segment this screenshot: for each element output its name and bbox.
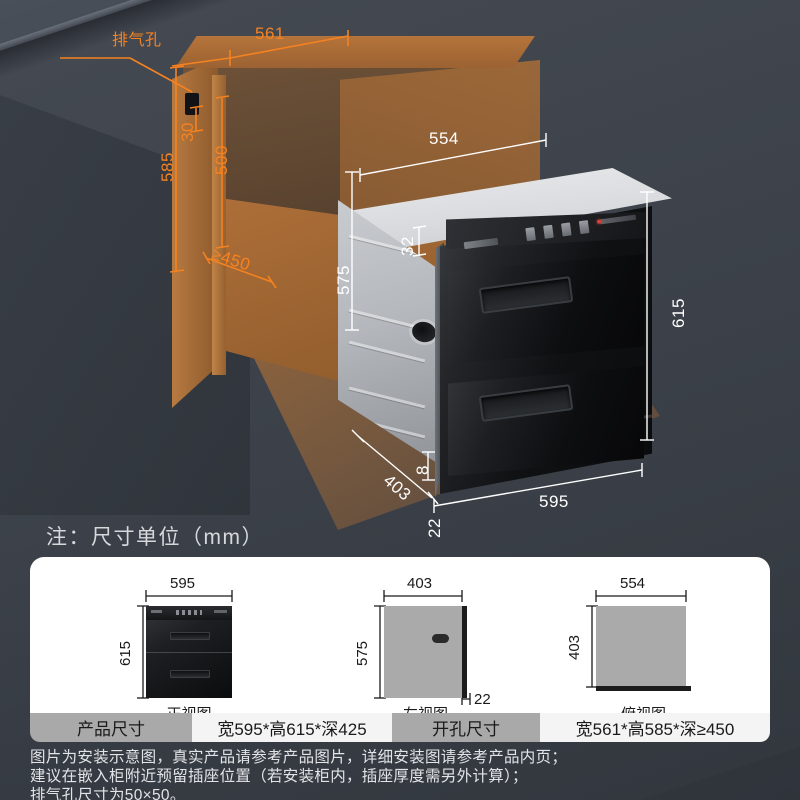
vent-hole-label: 排气孔 [112, 32, 162, 49]
unit-note: 注：尺寸单位（mm） [46, 526, 264, 549]
touch-key [578, 220, 590, 235]
front-view-logo [151, 610, 162, 613]
left-view-height: 575 [354, 640, 372, 667]
dim-500: 500 [211, 145, 231, 175]
left-view-body [384, 606, 462, 698]
footer-notes: 图片为安装示意图，真实产品请参考产品图片，详细安装图请参考产品内页； 建议在嵌入… [30, 748, 770, 800]
footer-line: 图片为安装示意图，真实产品请参考产品图片，详细安装图请参考产品内页； [30, 749, 568, 766]
front-view-body [146, 606, 232, 698]
left-view-thickness: 22 [474, 691, 491, 708]
dim-30: 30 [177, 122, 197, 142]
dim-554: 554 [429, 129, 459, 148]
footer-line: 建议在嵌入柜附近预留插座位置（若安装柜内，插座厚度需另外计算）； [30, 768, 528, 785]
front-view-handle-lower [170, 670, 210, 678]
touch-key [543, 224, 554, 239]
opening-size-value: 宽561*高585*深≥450 [540, 713, 770, 742]
appliance-front-edge [435, 242, 444, 498]
appliance-3d [330, 150, 680, 510]
front-view-keys [176, 610, 202, 615]
cabinet-left-wall [172, 58, 218, 408]
left-view-front-edge [462, 606, 467, 698]
dim-575: 575 [333, 265, 353, 295]
dim-561: 561 [255, 24, 285, 43]
front-view-split [146, 652, 232, 653]
dim-32: 32 [397, 236, 417, 256]
left-view-width: 403 [407, 575, 433, 592]
side-vent-icon [409, 319, 439, 345]
opening-size-label: 开孔尺寸 [392, 713, 540, 742]
top-view-height: 403 [566, 634, 584, 661]
upper-drawer[interactable] [448, 254, 644, 364]
views-card: 595 615 正视图 403 575 22 左视图 554 403 俯视图 [30, 557, 770, 733]
dim-595: 595 [539, 492, 569, 511]
power-indicator-icon [596, 219, 602, 224]
product-size-label: 产品尺寸 [30, 713, 192, 742]
touch-key [560, 222, 572, 237]
spec-table: 产品尺寸 宽595*高615*深425 开孔尺寸 宽561*高585*深≥450 [30, 713, 770, 742]
vent-hole-icon [185, 93, 199, 115]
top-view-width: 554 [620, 575, 646, 592]
front-view-height: 615 [117, 640, 135, 667]
lower-drawer[interactable] [448, 366, 644, 476]
product-size-value: 宽595*高615*深425 [192, 713, 392, 742]
cabinet-top-edge [175, 36, 535, 68]
dim-615: 615 [668, 298, 688, 328]
dim-8: 8 [412, 465, 432, 475]
lower-drawer-handle[interactable] [478, 384, 574, 422]
left-view-handle-icon [432, 634, 449, 643]
front-view-handle-upper [170, 632, 210, 640]
footer-line: 排气孔尺寸为50×50。 [30, 787, 186, 800]
top-view-body [596, 606, 686, 686]
dim-22: 22 [424, 518, 444, 538]
top-view-front-edge [596, 686, 691, 691]
front-view-model-text [214, 610, 227, 613]
view-dimension-lines [137, 590, 687, 705]
front-view-width: 595 [170, 575, 196, 592]
upper-drawer-handle[interactable] [478, 276, 574, 314]
touch-key [525, 227, 536, 242]
dim-585: 585 [157, 152, 177, 182]
cabinet-divider [212, 75, 226, 375]
